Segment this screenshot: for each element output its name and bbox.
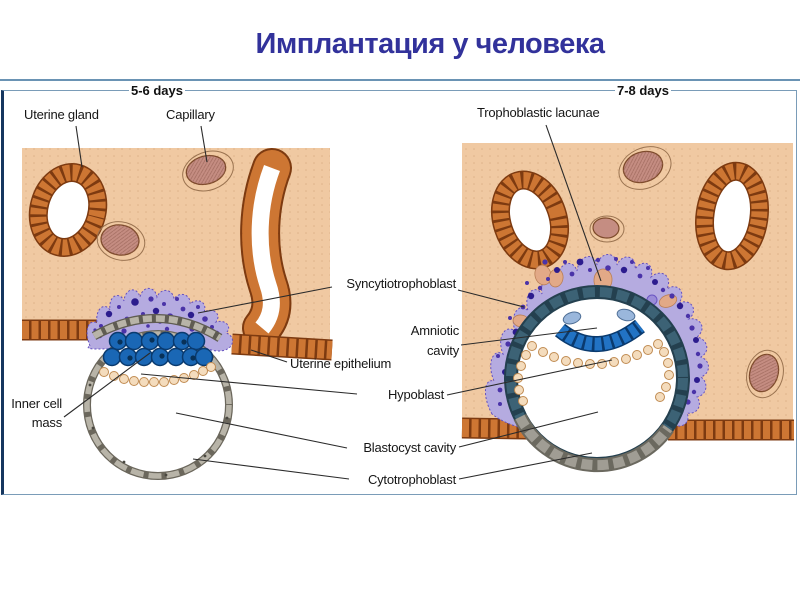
inner-cell-mass xyxy=(102,331,214,367)
label-amniotic-line2: cavity xyxy=(426,343,459,358)
blastocyst-right xyxy=(504,285,690,473)
hypoblast-right xyxy=(513,339,674,406)
hypoblast-left xyxy=(99,362,216,387)
label-amniotic-line1: Amniotic xyxy=(410,323,459,338)
page-title: Имплантация у человека xyxy=(255,28,605,60)
leader-lines xyxy=(63,124,613,480)
capillary-left-mid xyxy=(96,221,146,261)
uterine-gland-right-2 xyxy=(695,161,769,271)
amnioblasts xyxy=(562,308,636,325)
label-syncytiotrophoblast: Syncytiotrophoblast xyxy=(346,276,456,291)
label-hypoblast: Hypoblast xyxy=(387,387,444,402)
capillary-right-low xyxy=(746,349,784,399)
label-capillary: Capillary xyxy=(166,107,215,122)
title-separator-line xyxy=(0,79,800,81)
uterine-gland-right-1 xyxy=(491,170,569,270)
label-amniotic-cavity: Amniotic cavity xyxy=(359,321,459,361)
label-inner-cell-mass: Inner cell mass xyxy=(0,394,62,432)
capillary-right-top xyxy=(618,146,672,190)
uterine-gland-left xyxy=(28,163,108,257)
label-trophoblastic-lacunae: Trophoblastic lacunae xyxy=(477,105,600,120)
blastocyst-left xyxy=(83,314,233,480)
right-diagram-caption: 7-8 days xyxy=(615,83,671,98)
label-uterine-epithelium: Uterine epithelium xyxy=(290,356,392,371)
capillary-right-small xyxy=(589,215,625,243)
uterine-gland-left-2 xyxy=(240,148,292,348)
left-diagram-caption: 5-6 days xyxy=(129,83,185,98)
label-icm-line1: Inner cell xyxy=(11,396,62,411)
uterine-epithelium-right xyxy=(461,417,794,441)
capillary-left-top xyxy=(182,150,234,192)
label-cytotrophoblast: Cytotrophoblast xyxy=(367,472,456,487)
wall-nuclei xyxy=(88,383,229,477)
label-uterine-gland: Uterine gland xyxy=(24,107,99,122)
label-blastocyst-cavity: Blastocyst cavity xyxy=(363,440,456,455)
icm-nuclei xyxy=(117,337,196,361)
label-icm-line2: mass xyxy=(31,415,62,430)
